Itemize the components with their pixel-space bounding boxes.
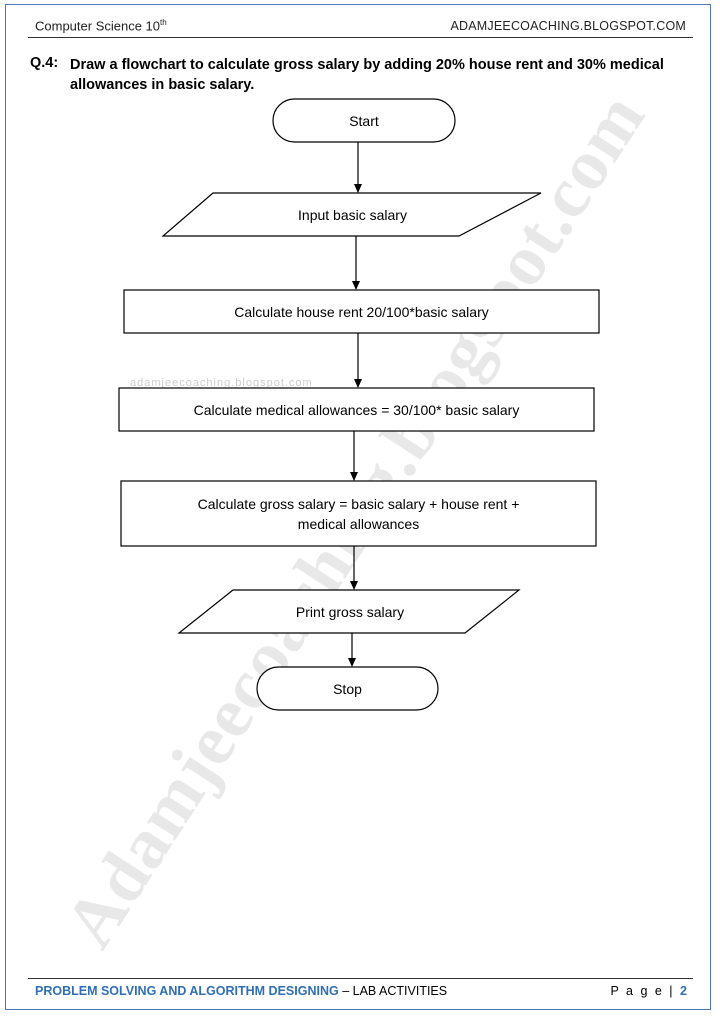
stop-label: Stop (333, 680, 362, 697)
header-divider (28, 37, 693, 38)
footer-section: LAB ACTIVITIES (352, 984, 448, 998)
gross-label-line1: Calculate gross salary = basic salary + … (197, 495, 520, 512)
output-label: Print gross salary (295, 603, 405, 620)
header-subject: Computer Science 10th (35, 18, 167, 34)
process-medical-shape (118, 387, 595, 432)
house-rent-label: Calculate house rent 20/100*basic salary (234, 303, 489, 320)
footer-page-label: P a g e | (610, 984, 675, 998)
footer-chapter-title: PROBLEM SOLVING AND ALGORITHM DESIGNING (35, 984, 339, 998)
header-site: ADAMJEECOACHING.BLOGSPOT.COM (450, 19, 686, 33)
medical-label: Calculate medical allowances = 30/100* b… (193, 401, 520, 418)
output-parallelogram-shape (177, 589, 521, 634)
footer-page-number: 2 (680, 984, 687, 998)
start-terminator-shape (272, 98, 456, 143)
footer-chapter: PROBLEM SOLVING AND ALGORITHM DESIGNING … (35, 984, 447, 998)
process-house-rent-shape (123, 289, 600, 334)
input-label: Input basic salary (298, 206, 407, 223)
stop-terminator-shape (256, 666, 439, 711)
footer-page: P a g e | 2 (610, 984, 687, 998)
watermark-small: adamjeecoaching.blogspot.com (130, 377, 313, 389)
footer-divider (28, 978, 693, 979)
start-label: Start (349, 112, 379, 129)
question-number: Q.4: (30, 55, 59, 71)
gross-label-line2: medical allowances (297, 515, 420, 532)
process-gross-shape (120, 480, 597, 547)
footer-separator: – (338, 984, 353, 998)
question-text: Draw a flowchart to calculate gross sala… (70, 57, 664, 93)
gross-label: Calculate gross salary = basic salary + … (121, 481, 596, 546)
header-subject-sup: th (160, 18, 167, 27)
input-parallelogram-shape (161, 192, 542, 237)
page-border (5, 4, 711, 1010)
